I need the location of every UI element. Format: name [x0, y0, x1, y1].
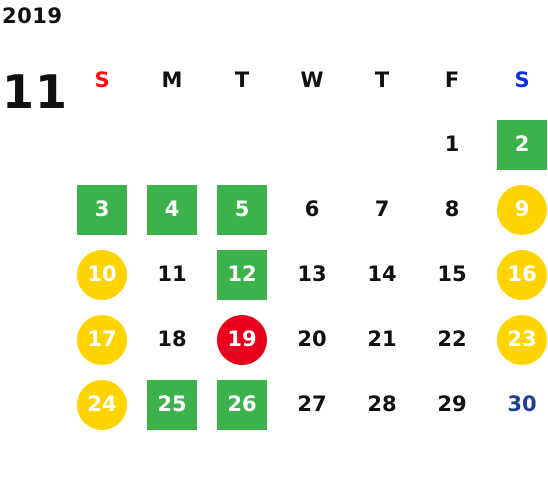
calendar-day-number: 4 [147, 184, 197, 235]
calendar-day-number: 14 [367, 262, 397, 286]
calendar-day-cell[interactable]: 26 [207, 372, 277, 437]
weekday-header-thursday: T [374, 68, 390, 92]
calendar-day-number: 30 [507, 392, 537, 416]
calendar-day-cell[interactable]: 3 [67, 177, 137, 242]
calendar-day-number: 25 [147, 379, 197, 430]
calendar-day-cell[interactable]: 25 [137, 372, 207, 437]
calendar-day-number: 5 [217, 184, 267, 235]
calendar-day-cell [137, 112, 207, 177]
weekday-header-saturday: S [514, 68, 530, 92]
calendar-day-number: 2 [497, 119, 547, 170]
calendar-day-number: 21 [367, 327, 397, 351]
calendar-day-cell[interactable]: 13 [277, 242, 347, 307]
year-label: 2019 [2, 4, 63, 28]
calendar-day-number: 23 [497, 314, 547, 365]
calendar-day-cell[interactable]: 9 [487, 177, 548, 242]
calendar-day-cell [277, 112, 347, 177]
weekday-header-sunday: S [94, 68, 110, 92]
month-label: 11 [2, 65, 69, 119]
calendar-day-cell[interactable]: 28 [347, 372, 417, 437]
calendar-day-cell[interactable]: 12 [207, 242, 277, 307]
calendar-day-number: 12 [217, 249, 267, 300]
calendar-day-cell[interactable]: 17 [67, 307, 137, 372]
calendar-day-cell[interactable]: 20 [277, 307, 347, 372]
calendar-day-cell[interactable]: 2 [487, 112, 548, 177]
calendar-day-cell[interactable]: 5 [207, 177, 277, 242]
calendar-day-cell[interactable]: 23 [487, 307, 548, 372]
calendar-day-number: 1 [444, 132, 460, 156]
calendar-day-number: 8 [444, 197, 460, 221]
calendar-day-cell[interactable]: 1 [417, 112, 487, 177]
weekday-header-friday: F [444, 68, 460, 92]
calendar-day-cell[interactable]: 24 [67, 372, 137, 437]
calendar-day-number: 29 [437, 392, 467, 416]
calendar-day-number: 22 [437, 327, 467, 351]
calendar-day-number: 15 [437, 262, 467, 286]
calendar-day-number: 26 [217, 379, 267, 430]
calendar-day-cell[interactable]: 27 [277, 372, 347, 437]
calendar-day-cell [207, 112, 277, 177]
calendar-day-number: 24 [77, 379, 127, 430]
calendar-day-cell[interactable]: 21 [347, 307, 417, 372]
calendar-day-cell[interactable]: 29 [417, 372, 487, 437]
calendar-day-number: 28 [367, 392, 397, 416]
calendar-day-number: 20 [297, 327, 327, 351]
calendar-day-cell[interactable]: 7 [347, 177, 417, 242]
calendar-day-cell [67, 112, 137, 177]
calendar-day-number: 18 [157, 327, 187, 351]
calendar-day-number: 19 [217, 314, 267, 365]
calendar-day-number: 9 [497, 184, 547, 235]
calendar-day-cell[interactable]: 4 [137, 177, 207, 242]
calendar-day-cell[interactable]: 16 [487, 242, 548, 307]
calendar-day-cell[interactable]: 8 [417, 177, 487, 242]
weekday-header-monday: M [161, 68, 183, 92]
weekday-header-wednesday: W [300, 68, 324, 92]
calendar-day-number: 10 [77, 249, 127, 300]
calendar-day-number: 16 [497, 249, 547, 300]
calendar-day-cell[interactable]: 15 [417, 242, 487, 307]
calendar-day-number: 7 [374, 197, 390, 221]
calendar-day-cell[interactable]: 18 [137, 307, 207, 372]
calendar-day-cell [347, 112, 417, 177]
calendar-day-number: 13 [297, 262, 327, 286]
calendar-day-number: 17 [77, 314, 127, 365]
weekday-header-tuesday: T [234, 68, 250, 92]
calendar-day-number: 3 [77, 184, 127, 235]
calendar-day-cell[interactable]: 6 [277, 177, 347, 242]
calendar-day-cell[interactable]: 10 [67, 242, 137, 307]
calendar-day-cell[interactable]: 22 [417, 307, 487, 372]
calendar-day-number: 27 [297, 392, 327, 416]
calendar-day-cell[interactable]: 19 [207, 307, 277, 372]
calendar-day-number: 11 [157, 262, 187, 286]
calendar-day-cell[interactable]: 11 [137, 242, 207, 307]
calendar-day-cell[interactable]: 14 [347, 242, 417, 307]
calendar-day-number: 6 [304, 197, 320, 221]
calendar-day-cell[interactable]: 30 [487, 372, 548, 437]
